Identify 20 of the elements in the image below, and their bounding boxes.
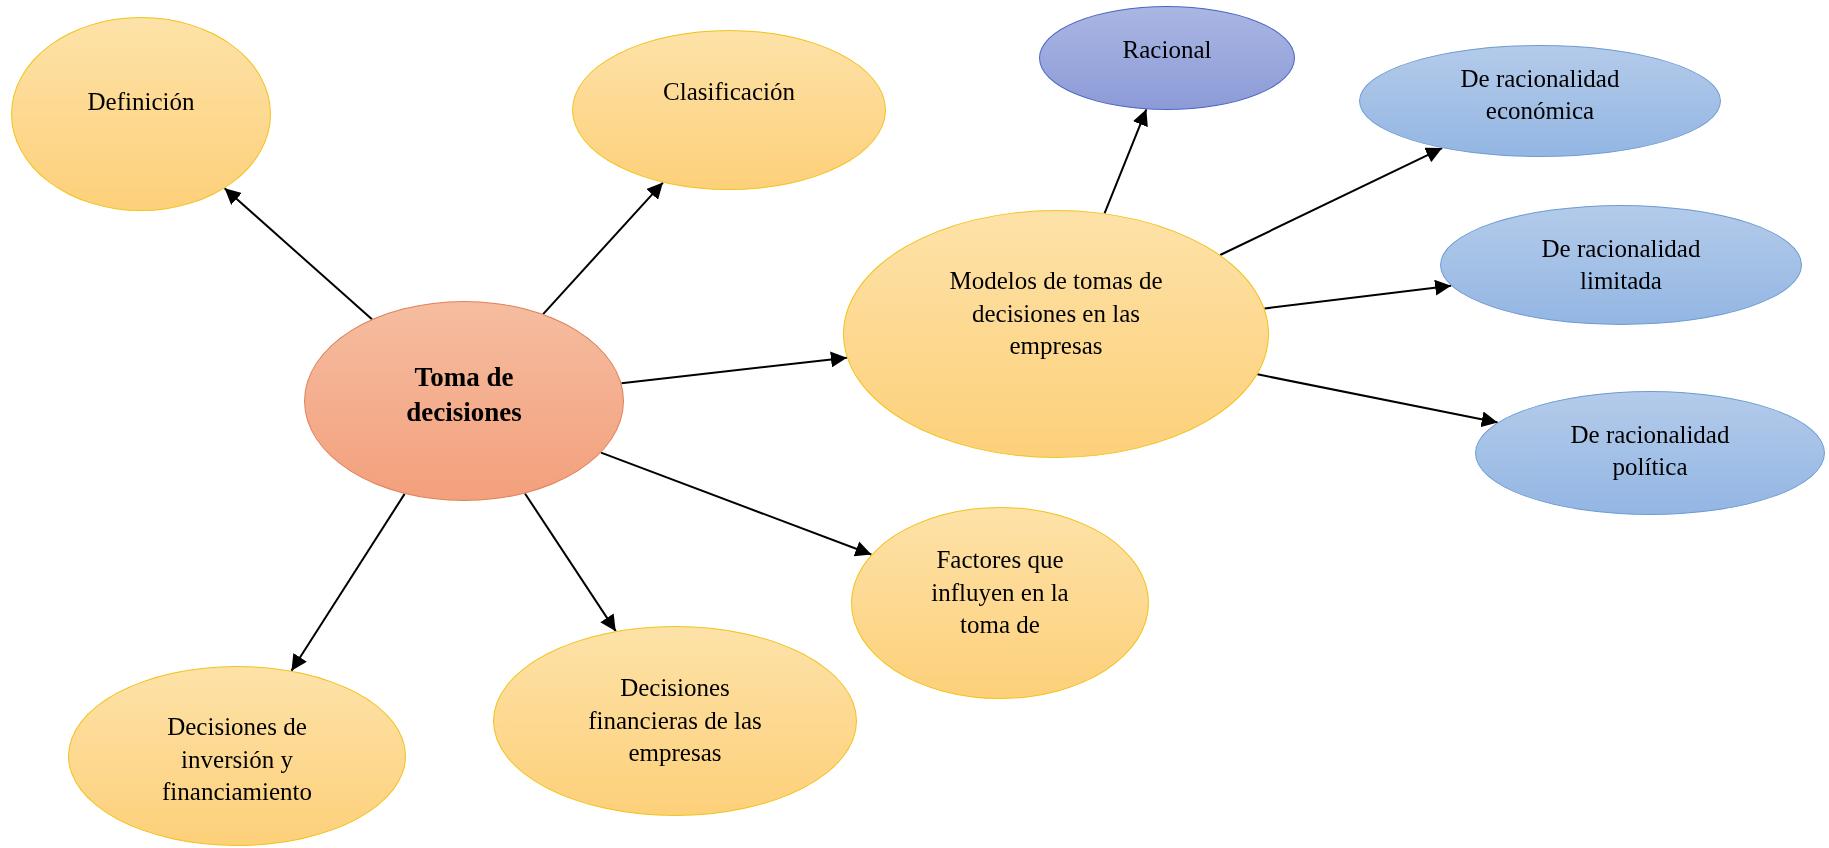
node-text: De racionalidad limitada [1540,233,1702,296]
arrow [223,187,373,321]
node-text: Modelos de tomas de decisiones en las empresas [948,266,1164,362]
arrow [290,492,406,672]
node-text: Definición [87,86,195,117]
node-text: De racionalidad política [1569,419,1731,482]
arrow [523,492,617,633]
arrow [542,181,664,316]
node-text: Racional [1122,34,1212,65]
node-text: Decisiones de inversión y financiamiento [161,712,313,808]
node-text: Clasificación [663,76,795,107]
arrow [1256,373,1499,428]
arrow [1219,147,1444,256]
arrow [600,451,873,557]
arrow [620,351,848,385]
node-text: Factores que influyen en la toma de [930,545,1070,641]
arrow [1103,108,1148,215]
node-text: De racionalidad económica [1459,63,1621,126]
node-text: Toma de decisiones [405,360,523,429]
node-text: Decisiones financieras de las empresas [587,673,763,769]
